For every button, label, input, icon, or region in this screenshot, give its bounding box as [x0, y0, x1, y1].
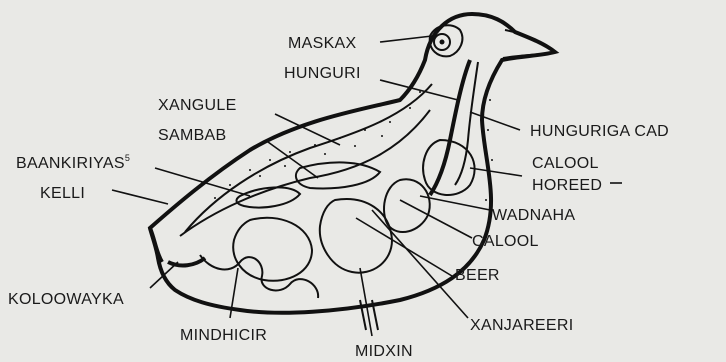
leader-hunguriga-cad	[470, 112, 520, 130]
label-sambab: SAMBAB	[158, 127, 227, 144]
label-hunguriga-cad: HUNGURIGA CAD	[530, 123, 669, 140]
label-kelli: KELLI	[40, 185, 85, 202]
leader-maskax	[380, 36, 432, 42]
leader-baankiriyas	[155, 168, 250, 196]
leader-beer	[356, 218, 452, 276]
label-baankiriyas-sup: 5	[125, 153, 130, 163]
label-baankiriyas-text: BAANKIRIYAS	[16, 155, 125, 172]
pupil	[440, 40, 445, 45]
oesophagus	[430, 60, 470, 195]
heart	[384, 179, 430, 232]
label-calool-lower: CALOOL	[472, 233, 539, 250]
lung	[296, 162, 380, 188]
label-beer: BEER	[455, 267, 500, 284]
label-hunguri: HUNGURI	[284, 65, 361, 82]
leader-kelli	[112, 190, 168, 204]
label-koloowayka: KOLOOWAYKA	[8, 291, 124, 308]
label-wadnaha: WADNAHA	[492, 207, 575, 224]
cloaca-dark	[168, 258, 205, 265]
gizzard	[233, 218, 312, 281]
liver	[320, 199, 392, 273]
label-xanjareeri: XANJAREERI	[470, 317, 573, 334]
label-calool-horeed-1: CALOOL	[532, 155, 599, 172]
leader-calool-horeed	[470, 168, 522, 176]
leader-koloowayka	[150, 262, 178, 288]
beak	[503, 30, 556, 58]
leader-calool-lower	[400, 200, 472, 238]
intestines	[200, 255, 318, 298]
label-midxin: MIDXIN	[355, 343, 413, 360]
label-xangule: XANGULE	[158, 97, 237, 114]
label-baankiriyas: BAANKIRIYAS5	[16, 153, 130, 172]
label-calool-horeed-2: HOREED	[532, 177, 602, 194]
label-mindhicir: MINDHICIR	[180, 327, 267, 344]
label-maskax: MASKAX	[288, 35, 357, 52]
